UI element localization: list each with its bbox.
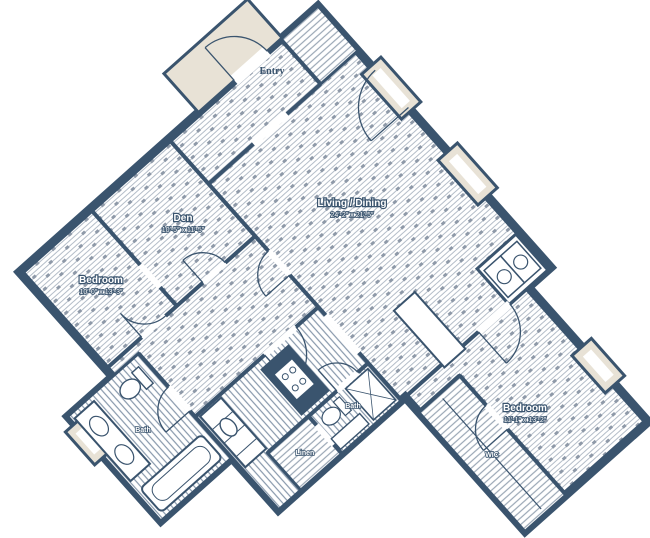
sink-icon <box>114 444 135 465</box>
bathtub-icon <box>141 435 222 512</box>
dining-console <box>392 290 467 369</box>
bedroom-left-label: Bedroom <box>79 275 123 286</box>
toilet-icon <box>119 378 142 400</box>
closet-rod <box>442 398 542 510</box>
den-label: Den <box>174 213 193 224</box>
den-dims: 10′-5″ x 11′-5″ <box>162 227 205 234</box>
living-dining-label: Living / Dining <box>318 198 387 209</box>
stove-icon <box>273 357 316 401</box>
second-bath-fixtures <box>321 367 397 451</box>
toilet-tank <box>332 395 353 417</box>
linen-label: Linen <box>296 450 315 457</box>
main-bath-fixtures <box>73 365 222 512</box>
wic-label: WIC <box>485 452 499 459</box>
kitchen-fixtures <box>198 290 467 469</box>
vanity-counter <box>330 412 370 451</box>
toilet-icon <box>321 406 341 426</box>
bath-second-label: Bath <box>345 403 361 410</box>
bedroom-right-dims: 11′-1″ x 13′-2″ <box>504 417 547 424</box>
kitchen-sink-icon <box>219 417 238 437</box>
wing-opening <box>475 300 513 335</box>
interior-openings <box>137 111 510 447</box>
bedroom-right-label: Bedroom <box>503 403 547 414</box>
bedroom-left-dims: 10′-0″ x 13′-3″ <box>80 289 124 296</box>
exterior-openings <box>75 68 614 455</box>
entry-label: Entry <box>260 66 285 77</box>
dryer-icon <box>483 254 526 299</box>
toilet-tank <box>130 365 155 391</box>
bath-main-label: Bath <box>135 427 151 434</box>
living-dining-dims: 24′-2″ x 21′-5″ <box>331 212 375 219</box>
door-swings <box>119 35 522 451</box>
washer-dryer-closet <box>474 232 550 307</box>
sink-icon <box>88 415 110 437</box>
entry-opening <box>230 46 272 85</box>
